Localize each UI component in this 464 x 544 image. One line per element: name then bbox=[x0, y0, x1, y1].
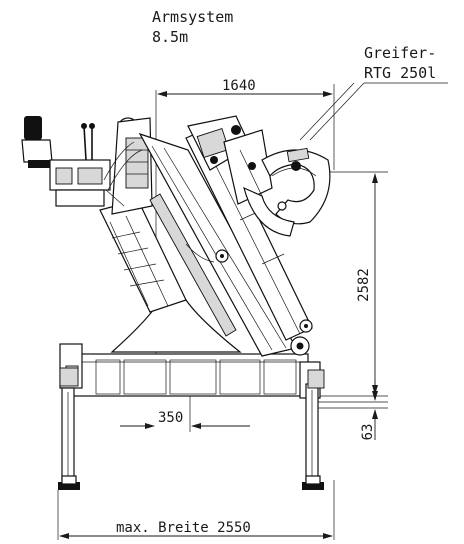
arm-system-value: 8.5m bbox=[152, 28, 188, 46]
height-dimension-value: 2582 bbox=[356, 268, 372, 302]
crane-column bbox=[99, 117, 187, 313]
arm-system-label: Armsystem bbox=[152, 8, 233, 26]
rotator-head bbox=[187, 115, 273, 205]
grapple-label-line1: Greifer- bbox=[364, 44, 436, 62]
crane-base-frame bbox=[59, 299, 321, 399]
width-dimension-value: max. Breite 2550 bbox=[116, 520, 251, 536]
ground-dimension: 63 bbox=[318, 380, 388, 440]
main-boom bbox=[138, 132, 310, 357]
offset-dimension-value: 350 bbox=[158, 410, 183, 426]
ground-dimension-value: 63 bbox=[360, 424, 376, 441]
grapple-label-line2: RTG 250l bbox=[364, 64, 436, 82]
hydraulic-hoses bbox=[103, 141, 215, 263]
grapple bbox=[243, 147, 331, 237]
operator-seat bbox=[21, 116, 125, 207]
height-dimension: 2582 bbox=[312, 171, 388, 397]
grapple-leader bbox=[299, 82, 448, 141]
stabilizer-legs bbox=[58, 367, 325, 490]
width-dimension: max. Breite 2550 bbox=[57, 480, 335, 540]
second-boom bbox=[185, 125, 313, 341]
reach-dimension-value: 1640 bbox=[222, 78, 256, 94]
